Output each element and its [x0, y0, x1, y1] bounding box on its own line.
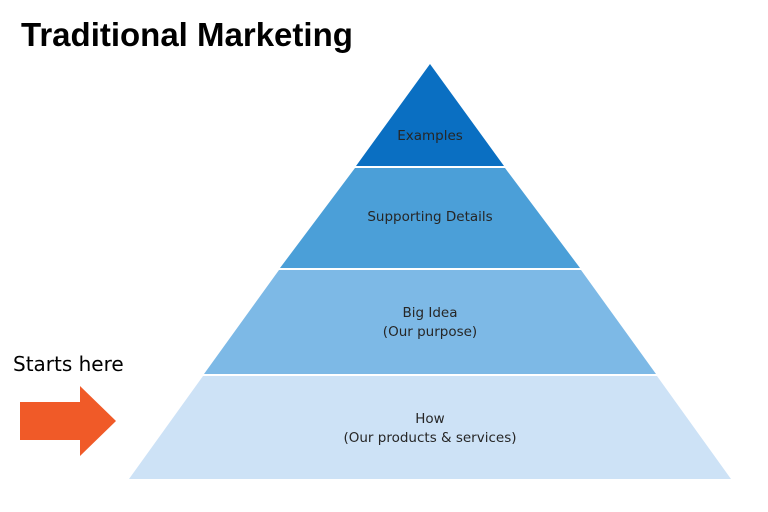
level-label-subline: (Our products & services) [343, 430, 517, 446]
right-arrow-icon [20, 386, 116, 456]
level-label-line: Big Idea [402, 305, 458, 321]
level-label-examples: Examples [330, 127, 530, 146]
level-label-big-idea: Big Idea (Our purpose) [310, 304, 550, 342]
level-label-line: Examples [397, 128, 463, 144]
pyramid-level-3 [204, 270, 656, 374]
level-label-line: How [415, 411, 445, 427]
page-title: Traditional Marketing [21, 16, 353, 53]
level-label-subline: (Our purpose) [382, 324, 478, 340]
level-label-how: How (Our products & services) [290, 410, 570, 448]
pyramid-level-base [129, 376, 731, 479]
pyramid-level-top [356, 64, 504, 166]
level-label-supporting-details: Supporting Details [330, 208, 530, 227]
pyramid-level-2 [280, 168, 580, 268]
starts-here-label: Starts here [13, 352, 124, 376]
level-label-line: Supporting Details [367, 209, 493, 225]
